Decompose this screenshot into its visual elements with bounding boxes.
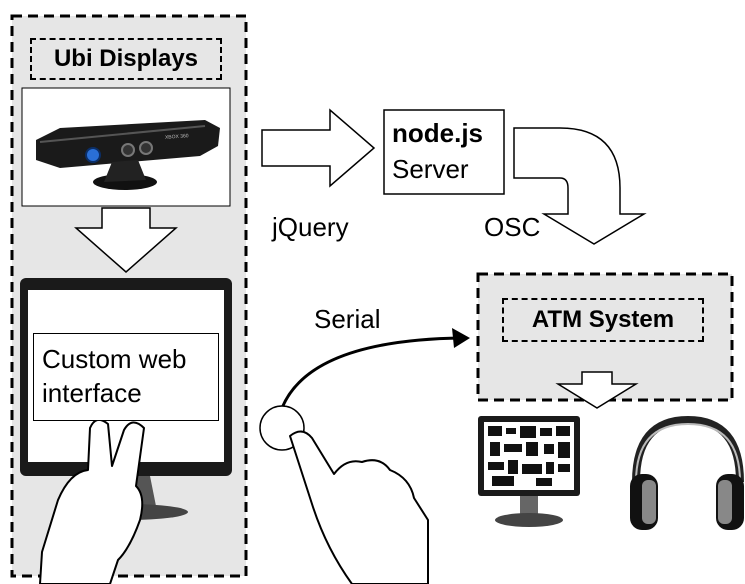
right-arrow-jquery — [261, 108, 376, 188]
serial-label: Serial — [314, 304, 381, 334]
custom-web-interface-box: Custom web interface — [33, 333, 219, 421]
kinect-sensor-image — [21, 87, 231, 207]
atm-system-title: ATM System — [502, 298, 704, 342]
pointing-hand-icon — [289, 430, 429, 584]
curved-arrow-osc — [513, 127, 647, 245]
node-server-box — [383, 109, 505, 195]
node-server-subtitle: Server — [392, 154, 469, 184]
down-arrow-atm-to-outputs — [555, 371, 639, 409]
map-display-image — [478, 416, 580, 527]
serial-arrowhead — [452, 328, 470, 348]
down-arrow-kinect-to-monitor — [74, 207, 178, 273]
osc-label: OSC — [484, 212, 541, 242]
custom-web-interface-line2: interface — [42, 378, 142, 408]
hand-gesture-icon — [39, 418, 145, 584]
node-server-title: node.js — [392, 118, 484, 148]
headphones-icon — [630, 415, 744, 530]
ubi-displays-title: Ubi Displays — [30, 38, 222, 80]
jquery-label: jQuery — [272, 212, 349, 242]
custom-web-interface-line1: Custom web — [42, 344, 187, 374]
serial-connection-line — [280, 336, 463, 409]
